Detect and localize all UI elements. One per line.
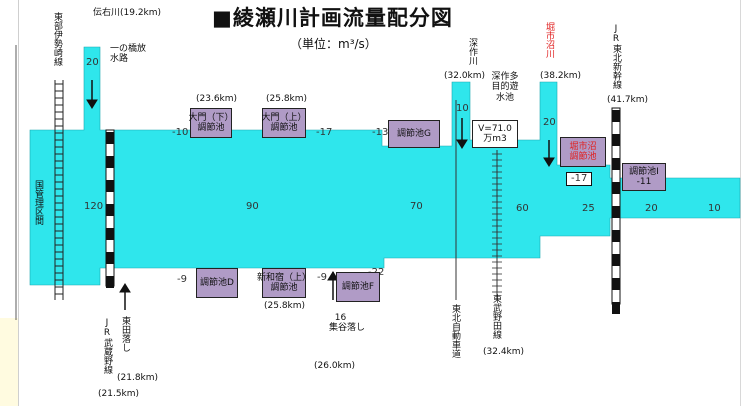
- flow-60: 60: [516, 203, 529, 214]
- rail-dash: [106, 276, 114, 288]
- rail-dash: [106, 156, 114, 168]
- flow-minus-9a: -9: [177, 274, 187, 285]
- flow-20: 20: [645, 203, 658, 214]
- rail-dash: [106, 252, 114, 264]
- fukasaku-label: 深作川: [467, 38, 477, 65]
- hachigaki-km: (38.2km): [540, 71, 582, 81]
- flow-minus-10: -10: [172, 127, 189, 138]
- flow-10: 10: [708, 203, 721, 214]
- higashida-label: 東田落し: [120, 316, 130, 352]
- tobu-isesaki-label: 東部伊勢崎線: [52, 12, 62, 66]
- basin-d: 調節池D: [196, 268, 238, 298]
- rail-dash: [106, 180, 114, 192]
- hachigaki-label: 堀市沼川: [544, 22, 554, 58]
- basin-g: 調節池G: [388, 120, 440, 148]
- daimon-shimo-km: (23.6km): [196, 94, 238, 104]
- rail-dash: [612, 254, 620, 266]
- rail-dash: [106, 228, 114, 240]
- flow-minus-9b: -9: [317, 272, 327, 283]
- denemon-label: 伝右川(19.2km): [93, 8, 162, 18]
- nishiwado-km: (25.8km): [264, 301, 306, 311]
- frame-line-right: [740, 0, 741, 406]
- flow-in-ichinohashi: 20: [86, 57, 99, 68]
- flow-25: 25: [582, 203, 595, 214]
- fukasaku-volume-box: V=71.0 万m3: [472, 120, 518, 148]
- basin-i: 調節池I -11: [622, 163, 666, 191]
- inflow-arrows: [86, 80, 555, 310]
- flow-minus-13: -13: [372, 127, 389, 138]
- jr-tohoku-label: JR東北新幹線: [611, 24, 621, 89]
- kokudo-label: 国管理区間: [33, 180, 43, 225]
- daimon-kami-km: (25.8km): [266, 94, 308, 104]
- basin-daimon-kami: 大門（上） 調節池: [262, 108, 307, 138]
- shugaya-km: (26.0km): [314, 361, 356, 371]
- rail-dash: [612, 158, 620, 170]
- unit-label: （単位：m³/s）: [290, 37, 377, 51]
- left-panel: [0, 318, 18, 406]
- basin-daimon-shimo: 大門（下） 調節池: [189, 108, 234, 138]
- rail-dash: [106, 132, 114, 144]
- flow-in-fukasaku: 10: [456, 103, 469, 114]
- flow-minus-17-hachi: -17: [566, 172, 593, 186]
- rail-dash: [612, 230, 620, 242]
- rail-dash: [612, 302, 620, 314]
- flow-in-hachigaki: 20: [543, 117, 556, 128]
- jr-musashino-label: JR武蔵野線: [102, 318, 112, 374]
- page-title: ■綾瀬川計画流量配分図: [212, 6, 453, 30]
- basin-f: 調節池F: [336, 272, 380, 302]
- shugaya-label: 16 集谷落し: [329, 312, 366, 333]
- flow-120: 120: [84, 201, 104, 212]
- rail-dash: [106, 204, 114, 216]
- tohoku-expressway-label: 東北自動車道: [450, 304, 460, 358]
- flow-90: 90: [246, 201, 259, 212]
- higashida-km: (21.8km): [117, 373, 159, 383]
- jr-musashino-km: (21.5km): [98, 389, 140, 399]
- basin-hachigaki: 堀市沼 調節池: [560, 137, 606, 167]
- flow-minus-17: -17: [316, 127, 333, 138]
- fukasaku-km: (32.0km): [444, 71, 486, 81]
- jr-tohoku-km: (41.7km): [607, 95, 649, 105]
- tobu-isesaki-rail: [54, 80, 64, 300]
- basin-nishiwado: 新和宿（上） 調節池: [257, 268, 311, 298]
- fukasaku-pond-label: 深作多目的遊水池: [491, 72, 519, 103]
- frame-line: [18, 0, 19, 406]
- tobu-noda-label: 東武野田線: [491, 294, 501, 339]
- rail-dash: [612, 110, 620, 122]
- rail-dash: [612, 134, 620, 146]
- tobu-noda-km: (32.4km): [483, 347, 525, 357]
- flow-70: 70: [410, 201, 423, 212]
- rail-dash: [612, 278, 620, 290]
- rail-dash: [612, 206, 620, 218]
- rail-dash: [612, 182, 620, 194]
- ichinohashi-label: 一の橋放水路: [110, 44, 147, 65]
